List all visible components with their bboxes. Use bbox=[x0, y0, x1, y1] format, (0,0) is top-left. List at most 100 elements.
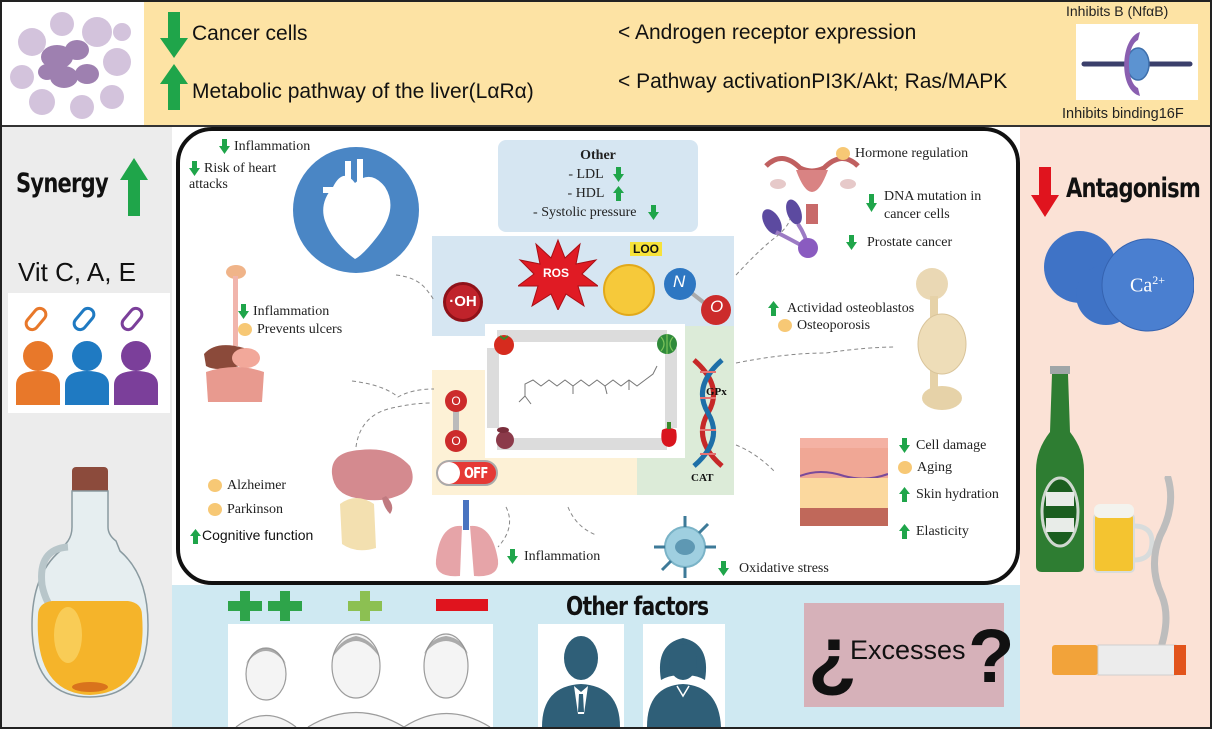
other-item-systolic: - Systolic pressure bbox=[498, 203, 698, 222]
green-arrow-down-icon bbox=[189, 161, 200, 177]
excesses-box: ¿ Excesses ? bbox=[804, 603, 1014, 707]
neutral-dot-icon bbox=[238, 323, 252, 337]
age-faces-icon bbox=[235, 633, 491, 728]
top-effect-androgen: < Androgen receptor expression bbox=[618, 21, 917, 44]
neutral-dot-icon bbox=[208, 479, 222, 493]
top-effects-panel bbox=[0, 0, 1212, 127]
man-silhouette-icon bbox=[542, 636, 620, 727]
antagonism-arrow-down-icon bbox=[1031, 167, 1059, 217]
lipid-peroxyl-sphere bbox=[603, 264, 655, 316]
plum-icon bbox=[496, 427, 514, 449]
nitrogen-label: N bbox=[673, 272, 686, 291]
minus-icon bbox=[436, 599, 488, 611]
calcium-label: Ca2+ bbox=[1130, 273, 1165, 297]
ros-burst-icon bbox=[518, 238, 598, 310]
green-arrow-down-icon bbox=[899, 438, 910, 454]
green-arrow-up-icon bbox=[899, 524, 910, 540]
skin-effect-elasticity: Elasticity bbox=[899, 524, 969, 540]
excesses-label: Excesses bbox=[850, 635, 966, 665]
neutral-dot-icon bbox=[898, 461, 912, 475]
reproductive-effect-hormone: Hormone regulation bbox=[836, 146, 968, 162]
green-arrow-down-icon bbox=[219, 139, 230, 155]
vitamin-people-icon bbox=[16, 306, 158, 405]
other-item-hdl: - HDL bbox=[498, 184, 698, 203]
lycopene-molecule-icon bbox=[518, 365, 658, 405]
heart-icon bbox=[293, 147, 419, 273]
green-arrow-up-icon bbox=[768, 301, 779, 317]
green-arrow-up-icon bbox=[899, 487, 910, 503]
calcium-illustration: Ca2+ bbox=[1044, 225, 1195, 337]
receptor-icon bbox=[1081, 32, 1193, 96]
antagonism-label: Antagonism bbox=[1066, 173, 1201, 204]
bell-pepper-icon bbox=[661, 422, 677, 447]
green-arrow-down-icon bbox=[238, 304, 249, 320]
receptor-label-bottom: Inhibits binding16F bbox=[1062, 106, 1184, 122]
tomato-icon bbox=[494, 335, 514, 355]
neutral-dot-icon bbox=[836, 147, 850, 161]
plus-icon bbox=[348, 591, 382, 621]
synergy-label: Synergy bbox=[16, 168, 109, 199]
top-effect-pathway: < Pathway activationPI3K/Akt; Ras/MAPK bbox=[618, 70, 1008, 93]
green-arrow-down-icon bbox=[612, 167, 624, 183]
immune-effect-oxidative-stress: Oxidative stress bbox=[718, 561, 829, 577]
receptor-image bbox=[1076, 24, 1198, 100]
brain-effect-cognitive: Cognitive function bbox=[190, 527, 313, 544]
neutral-dot-icon bbox=[778, 319, 792, 333]
vitamins-illustration bbox=[8, 293, 170, 413]
ros-label: ROS bbox=[543, 266, 570, 280]
off-switch: OFF bbox=[436, 460, 498, 486]
arrow-down-icon bbox=[160, 12, 188, 58]
beer-icon bbox=[1036, 366, 1155, 573]
immune-cell-icon bbox=[654, 516, 716, 578]
dna-helix-icon bbox=[692, 358, 724, 468]
green-arrow-down-icon bbox=[507, 549, 518, 565]
receptor-label-top: Inhibits B (NfαB) bbox=[1066, 3, 1169, 19]
green-arrow-down-icon bbox=[647, 205, 659, 221]
skin-effect-cell-damage: Cell damage bbox=[899, 438, 986, 454]
watermelon-icon bbox=[657, 334, 677, 354]
other-factors-label: Other factors bbox=[566, 592, 709, 622]
nitric-oxide-icon bbox=[664, 268, 731, 325]
bone-effect-osteoblasts: Actividad osteoblastos bbox=[768, 301, 914, 317]
cat-label: CAT bbox=[691, 472, 714, 484]
bone-effect-osteoporosis: Osteoporosis bbox=[778, 318, 870, 334]
loo-label: LOO bbox=[630, 242, 662, 256]
female-figure bbox=[643, 624, 725, 727]
green-arrow-up-icon bbox=[613, 186, 625, 202]
oxygen-label: O bbox=[710, 297, 724, 316]
lungs-icon bbox=[435, 500, 499, 577]
inverted-question-mark: ¿ bbox=[808, 610, 857, 699]
olive-oil-bottle-icon bbox=[31, 467, 149, 698]
smoke-icon bbox=[1151, 476, 1175, 646]
woman-silhouette-icon bbox=[647, 638, 721, 727]
plus-plus-icon-2 bbox=[268, 591, 302, 621]
oxygen-molecule: O O bbox=[445, 390, 467, 452]
synergy-arrow-up-icon bbox=[120, 158, 148, 216]
heart-effect-inflammation: Inflammation bbox=[219, 139, 310, 155]
hydroxyl-radical: ·OH bbox=[443, 282, 483, 322]
green-arrow-up-icon bbox=[190, 528, 201, 544]
digestive-system-icon bbox=[204, 265, 264, 402]
male-figure bbox=[538, 624, 624, 727]
skin-effect-aging: Aging bbox=[898, 460, 952, 476]
cancer-cells-image bbox=[2, 2, 144, 125]
neutral-dot-icon bbox=[208, 503, 222, 517]
other-effects-box: Other - LDL - HDL - Systolic pressure bbox=[498, 140, 698, 232]
calcium-ion-icon bbox=[1044, 231, 1195, 332]
age-groups-illustration bbox=[228, 624, 493, 728]
reproductive-effect-dna: DNA mutation in cancer cells bbox=[884, 189, 982, 222]
brain-effect-alzheimer: Alzheimer bbox=[208, 478, 286, 494]
brain-effect-parkinson: Parkinson bbox=[208, 502, 283, 518]
green-arrow-down-icon bbox=[866, 194, 877, 212]
question-mark: ? bbox=[968, 614, 1015, 699]
cancer-cells-icon bbox=[10, 12, 131, 119]
cigarette-icon bbox=[1052, 644, 1186, 676]
plus-plus-icon-1 bbox=[228, 591, 262, 621]
green-arrow-down-icon bbox=[846, 235, 857, 251]
green-arrow-down-icon bbox=[718, 561, 729, 577]
lycopene-structure-box bbox=[485, 324, 685, 458]
digestive-effect-inflammation: Inflammation bbox=[238, 304, 329, 320]
brain-icon bbox=[331, 449, 413, 551]
vitamins-label: Vit C, A, E bbox=[18, 257, 137, 287]
skeleton-icon bbox=[916, 268, 967, 410]
